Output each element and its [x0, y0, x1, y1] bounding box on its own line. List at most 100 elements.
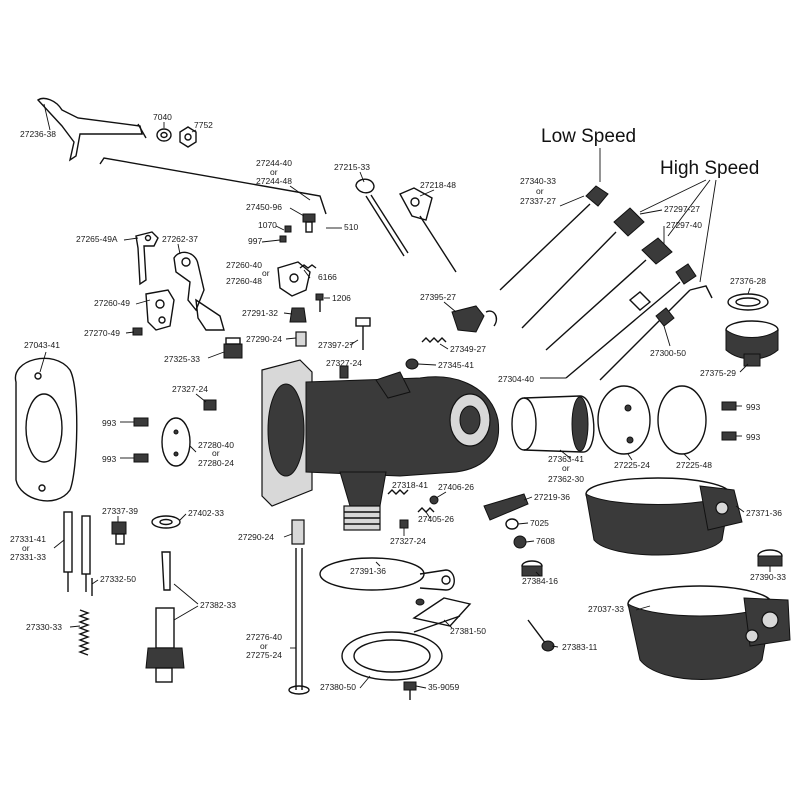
label-7025: 7025 — [530, 518, 549, 528]
jets-27331-41 — [63, 511, 91, 592]
bracket-27262-37 — [173, 251, 225, 331]
label-27219-36: 27219-36 — [534, 492, 570, 502]
plug-27327-24-left — [203, 399, 217, 411]
label-27397-27: 27397-27 — [318, 340, 354, 350]
label-27327-24-low: 27327-24 — [390, 536, 426, 546]
clip-27395-27 — [451, 305, 498, 333]
label-27450-96: 27450-96 — [246, 202, 282, 212]
choke-shaft-part — [355, 178, 409, 257]
label-27280-or: or — [212, 448, 220, 458]
pin-27290-24-top — [295, 331, 307, 347]
label-27371-36: 27371-36 — [746, 508, 782, 518]
label-27380-50: 27380-50 — [320, 682, 356, 692]
label-27244-48: 27244-48 — [256, 176, 292, 186]
screws-993-right — [721, 401, 737, 441]
label-510: 510 — [344, 222, 358, 232]
washer-27376-28 — [727, 293, 769, 311]
throttle-disc-27225-48 — [657, 385, 707, 455]
shaft-27276-40 — [288, 548, 310, 695]
high-speed-needle-27297-40 — [545, 237, 673, 351]
washer-27402-33 — [151, 515, 181, 529]
label-6166: 6166 — [318, 272, 337, 282]
label-27382-33: 27382-33 — [200, 600, 236, 610]
nut-27375-29 — [725, 320, 779, 367]
screw-27450-96 — [302, 213, 316, 233]
label-27330-33: 27330-33 — [26, 622, 62, 632]
leader-lines — [39, 103, 771, 689]
label-27225-24: 27225-24 — [614, 460, 650, 470]
heading-leaders — [599, 148, 717, 283]
low-speed-heading: Low Speed — [541, 126, 636, 147]
label-27270-49: 27270-49 — [84, 328, 120, 338]
pin-27290-24-low — [291, 519, 305, 545]
label-993-left-bottom: 993 — [102, 454, 116, 464]
washer-7025 — [505, 518, 519, 530]
plug-27390-33 — [757, 549, 783, 567]
spring-27405-26 — [417, 507, 435, 513]
label-27384-16: 27384-16 — [522, 576, 558, 586]
label-27297-27: 27297-27 — [664, 204, 700, 214]
high-speed-needle-27297-27 — [521, 207, 645, 329]
throttle-rod-part — [99, 157, 327, 215]
fitting-27384-16 — [521, 560, 543, 577]
screws-993-left — [133, 417, 149, 463]
high-speed-heading: High Speed — [660, 158, 759, 179]
needle-27383-11 — [527, 619, 555, 652]
spring-27330-33 — [78, 609, 90, 656]
label-27406-26: 27406-26 — [438, 482, 474, 492]
fitting-27337-39 — [111, 521, 127, 545]
label-27260-48: 27260-48 — [226, 276, 262, 286]
screw-1206 — [315, 293, 324, 312]
label-27362-30: 27362-30 — [548, 474, 584, 484]
label-27391-36: 27391-36 — [350, 566, 386, 576]
label-993-left-top: 993 — [102, 418, 116, 428]
label-27390-33: 27390-33 — [750, 572, 786, 582]
spring-6166 — [299, 264, 317, 269]
label-27345-41: 27345-41 — [438, 360, 474, 370]
label-27331-33: 27331-33 — [10, 552, 46, 562]
label-27218-48: 27218-48 — [420, 180, 456, 190]
label-27304-40: 27304-40 — [498, 374, 534, 384]
float-bowl-27037-33 — [627, 585, 791, 680]
label-27363-or: or — [562, 463, 570, 473]
label-27300-50: 27300-50 — [650, 348, 686, 358]
label-27276-or: or — [260, 641, 268, 651]
label-27260-49: 27260-49 — [94, 298, 130, 308]
label-1206: 1206 — [332, 293, 351, 303]
part-number-labels: 27236-38 7040 7752 27244-40 or 27244-48 … — [10, 112, 786, 692]
screw-35-9059 — [403, 681, 417, 700]
label-27280-40: 27280-40 — [198, 440, 234, 450]
gasket-27391-36 — [319, 557, 455, 591]
label-27405-26: 27405-26 — [418, 514, 454, 524]
throttle-disc-27225-24 — [597, 385, 651, 455]
label-27383-11: 27383-11 — [562, 642, 598, 652]
nut-7752 — [179, 126, 197, 148]
label-7040: 7040 — [153, 112, 172, 122]
valve-27382-33 — [145, 551, 185, 683]
label-27340-or: or — [536, 186, 544, 196]
label-27290-24-low: 27290-24 — [238, 532, 274, 542]
label-27376-28: 27376-28 — [730, 276, 766, 286]
label-27402-33: 27402-33 — [188, 508, 224, 518]
spring-27349-27 — [421, 337, 447, 343]
label-27331-or: or — [22, 543, 30, 553]
spring-27291-32 — [289, 307, 307, 323]
screw-27397-27 — [355, 317, 371, 350]
label-27327-24-top: 27327-24 — [326, 358, 362, 368]
label-27215-33: 27215-33 — [334, 162, 370, 172]
label-27265-49a: 27265-49A — [76, 234, 118, 244]
label-27262-37: 27262-37 — [162, 234, 198, 244]
label-27291-32: 27291-32 — [242, 308, 278, 318]
choke-lever-part — [399, 187, 457, 273]
label-27331-41: 27331-41 — [10, 534, 46, 544]
bracket-27260-49 — [145, 289, 175, 331]
float-lever-27219-36 — [483, 493, 529, 521]
label-27244-40: 27244-40 — [256, 158, 292, 168]
label-27332-50: 27332-50 — [100, 574, 136, 584]
label-27275-24: 27275-24 — [246, 650, 282, 660]
nut-7608 — [513, 535, 527, 549]
small-screws-997-1070 — [279, 225, 292, 243]
label-7752: 7752 — [194, 120, 213, 130]
throttle-lever-part — [36, 97, 147, 162]
label-27318-41: 27318-41 — [392, 480, 428, 490]
